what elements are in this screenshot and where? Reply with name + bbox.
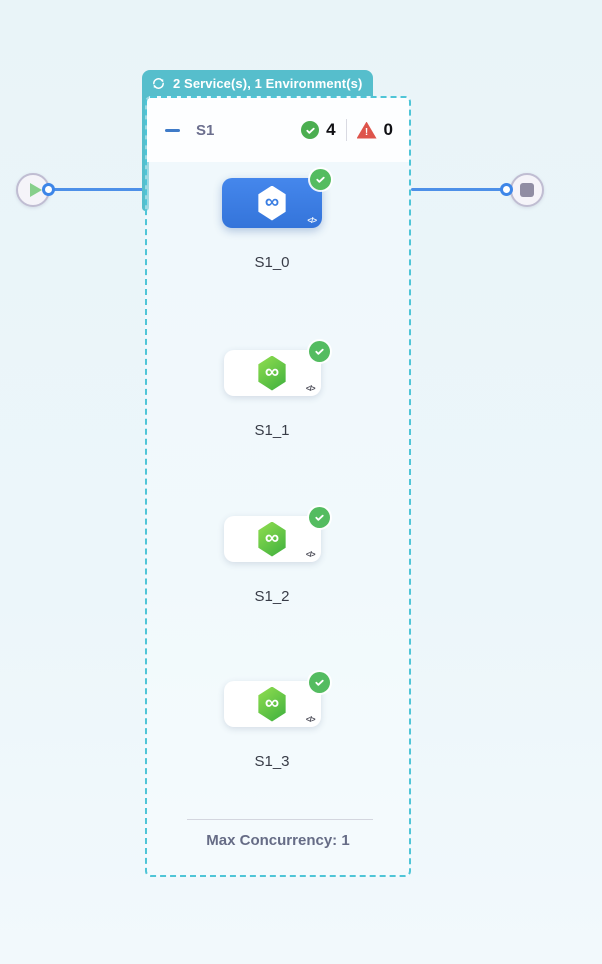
code-icon: </> xyxy=(305,384,316,393)
pipeline-end-node xyxy=(510,173,544,207)
service-node-group: ∞ </> S1_0 xyxy=(172,169,372,271)
success-check-badge xyxy=(308,341,330,362)
loop-icon xyxy=(153,77,164,89)
success-check-badge xyxy=(310,169,331,190)
stage-status-counts: 4 ! 0 xyxy=(301,119,393,141)
service-node-label: S1_2 xyxy=(254,588,290,605)
infinity-glyph: ∞ xyxy=(264,191,280,213)
edge-stage-to-end xyxy=(411,188,502,191)
max-concurrency-label: Max Concurrency: 1 xyxy=(206,832,350,849)
stage-tab-label: 2 Service(s), 1 Environment(s) xyxy=(173,75,363,91)
end-connector-port xyxy=(500,183,513,196)
service-node-card[interactable]: ∞ </> xyxy=(223,341,330,396)
play-icon xyxy=(30,183,42,197)
stage-name: S1 xyxy=(196,121,215,139)
success-check-badge xyxy=(308,672,330,693)
infinity-glyph: ∞ xyxy=(264,361,280,383)
error-count: 0 xyxy=(383,120,393,139)
footer-divider xyxy=(187,819,373,820)
collapse-minus-icon[interactable] xyxy=(165,128,180,132)
start-connector-port xyxy=(42,183,55,196)
code-icon: </> xyxy=(305,715,316,724)
service-node-group: ∞ </> S1_2 xyxy=(172,507,372,605)
service-hexagon-icon: ∞ xyxy=(258,521,286,557)
service-node-card[interactable]: ∞ </> xyxy=(222,169,331,228)
stop-icon xyxy=(520,183,534,197)
edge-start-to-stage xyxy=(52,188,147,191)
infinity-glyph: ∞ xyxy=(264,692,280,714)
service-node-card[interactable]: ∞ </> xyxy=(223,507,330,562)
service-hexagon-icon: ∞ xyxy=(258,355,286,391)
service-node-label: S1_1 xyxy=(254,422,290,439)
warning-triangle-icon: ! xyxy=(356,121,377,139)
infinity-glyph: ∞ xyxy=(264,527,280,549)
success-check-circle-icon xyxy=(301,121,320,139)
success-count: 4 xyxy=(326,120,336,139)
code-icon: </> xyxy=(307,216,317,225)
service-node-group: ∞ </> S1_1 xyxy=(172,341,372,439)
service-node-label: S1_3 xyxy=(254,753,290,770)
counts-divider xyxy=(345,119,347,141)
service-hexagon-icon: ∞ xyxy=(258,686,286,722)
service-node-group: ∞ </> S1_3 xyxy=(172,672,372,770)
success-check-badge xyxy=(308,507,330,528)
stage-container: S1 4 ! 0 xyxy=(145,96,411,877)
service-node-card[interactable]: ∞ </> xyxy=(223,672,330,727)
stage-summary-tab[interactable]: 2 Service(s), 1 Environment(s) xyxy=(142,70,374,96)
stage-header: S1 4 ! 0 xyxy=(147,98,409,162)
service-node-label: S1_0 xyxy=(254,254,290,271)
service-hexagon-icon: ∞ xyxy=(258,185,286,221)
code-icon: </> xyxy=(305,550,316,559)
